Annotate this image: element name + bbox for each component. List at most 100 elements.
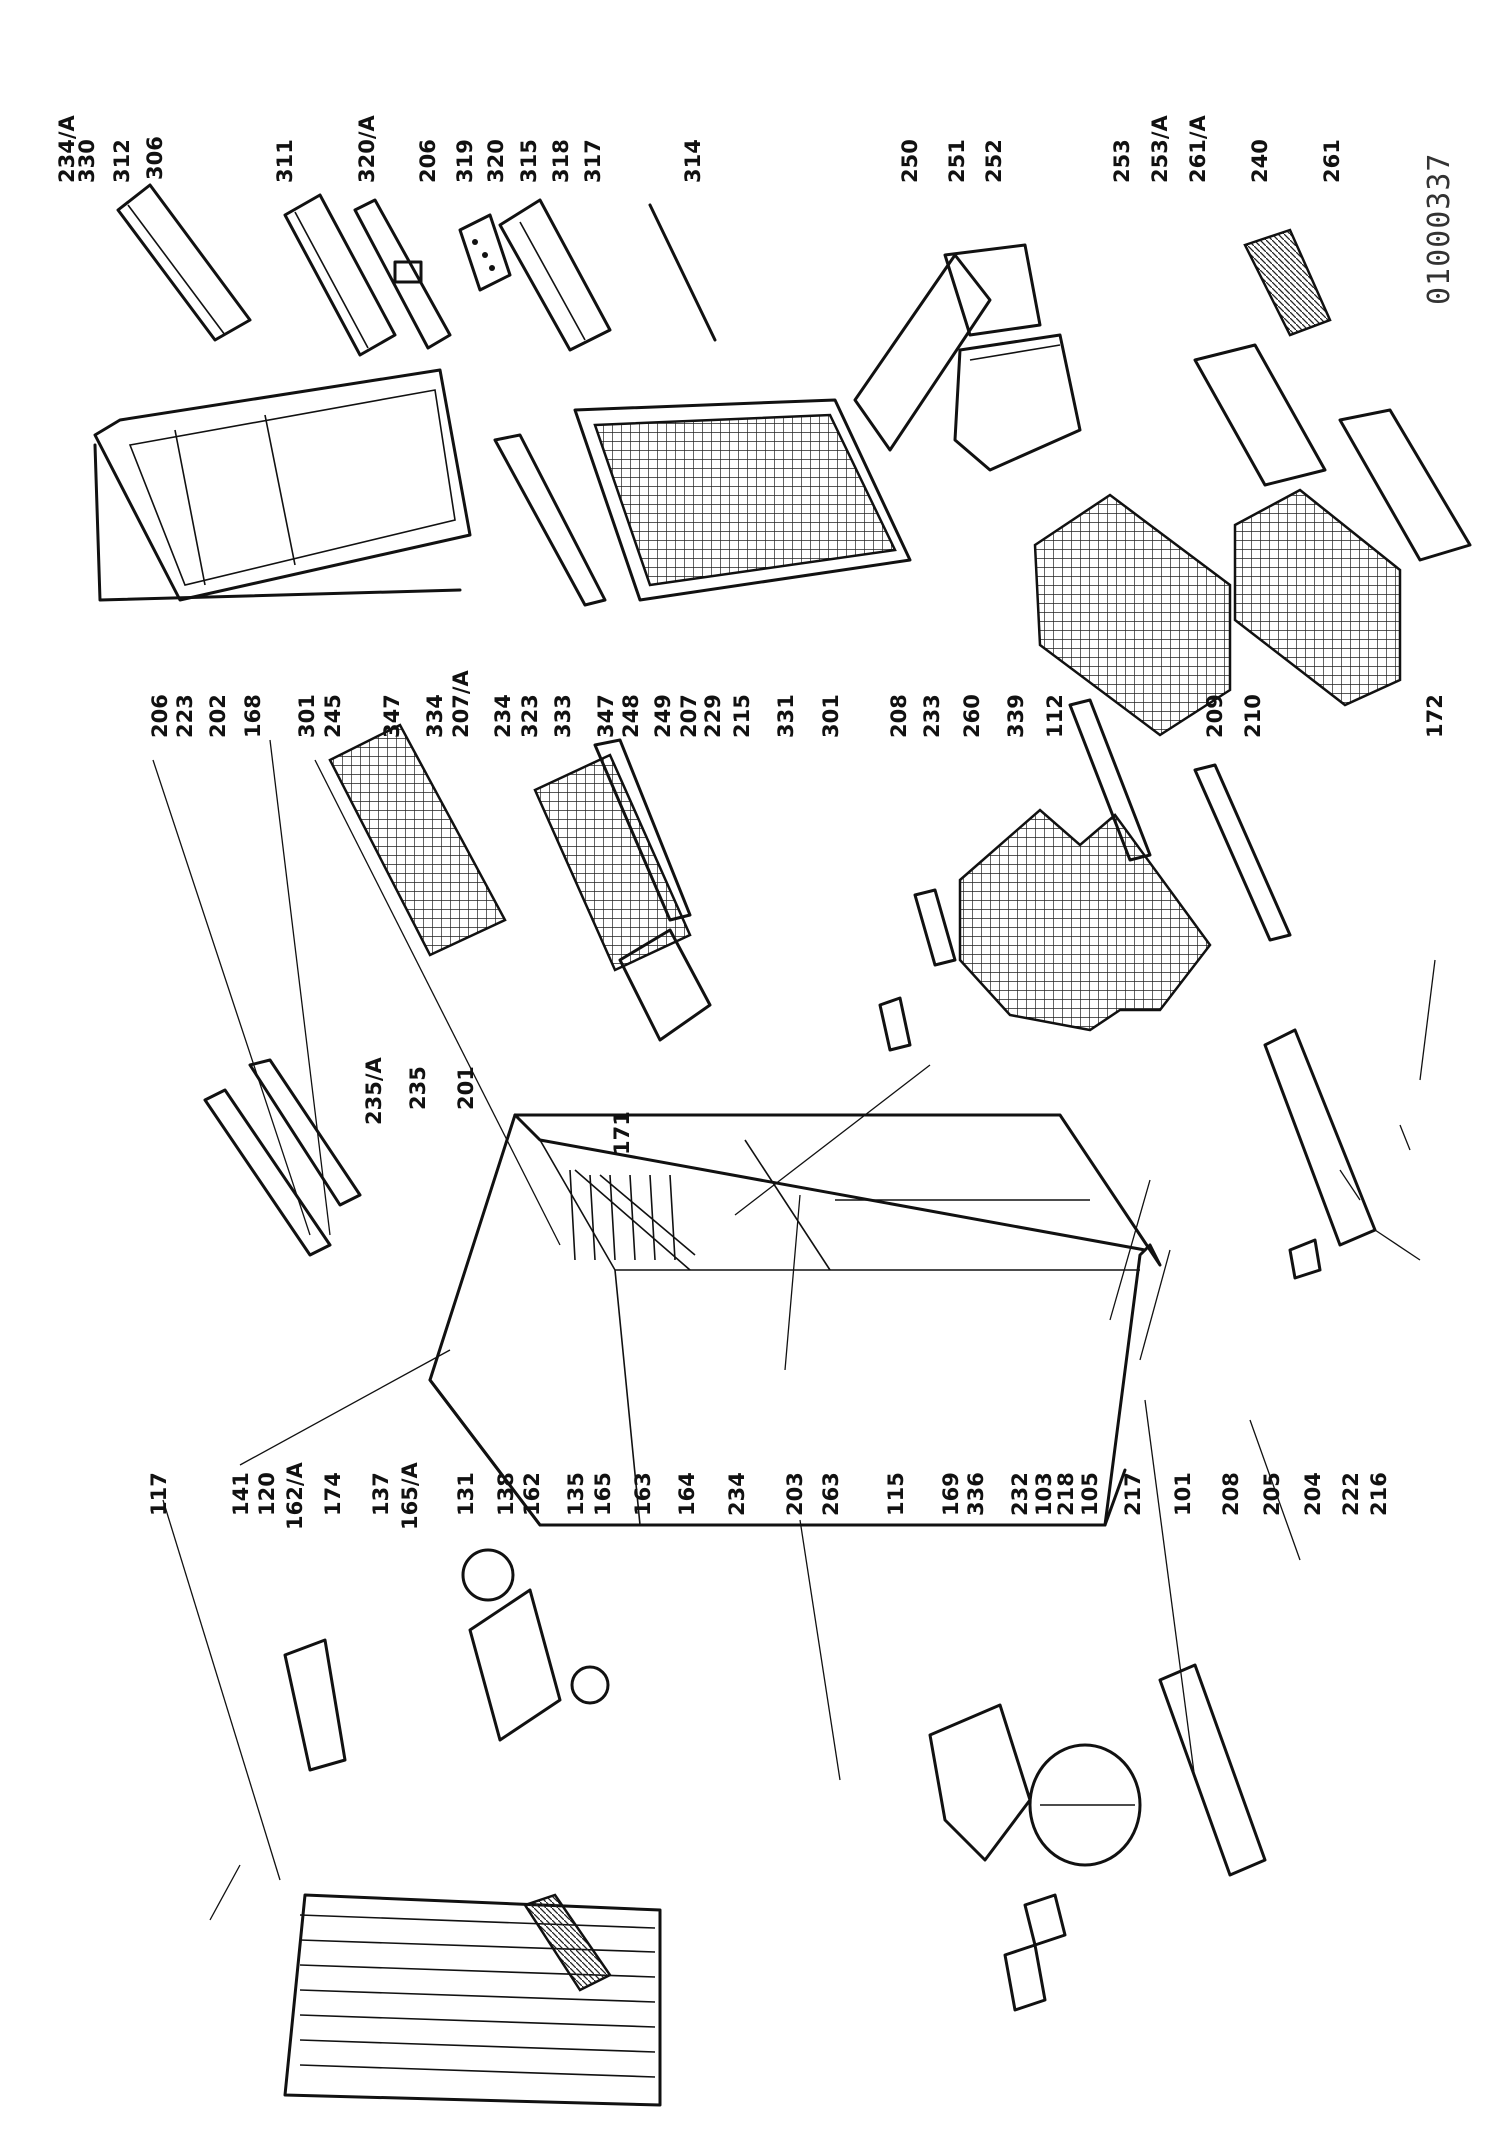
callout-201: 201 — [454, 1066, 478, 1110]
leader-lines — [152, 739, 1436, 1921]
callout-105: 105 — [1078, 1472, 1102, 1516]
callout-248: 248 — [619, 694, 643, 738]
upper-door-301 — [93, 368, 472, 602]
callout-334: 334 — [423, 694, 447, 738]
callout-323: 323 — [518, 694, 542, 738]
thermostat-163 — [570, 1665, 610, 1705]
butter-compartment-315 — [498, 198, 612, 352]
crisper-112 — [958, 808, 1212, 1032]
callout-206-mid: 206 — [148, 694, 172, 738]
egg-tray-319 — [458, 213, 512, 292]
callout-174: 174 — [321, 1472, 345, 1516]
callout-235: 235 — [406, 1066, 430, 1110]
cabinet-side-panel — [428, 1378, 1127, 1527]
callout-245: 245 — [321, 694, 345, 738]
callout-208-mid: 208 — [887, 694, 911, 738]
callout-347-a: 347 — [380, 694, 404, 738]
callout-135: 135 — [564, 1472, 588, 1516]
callout-131: 131 — [454, 1472, 478, 1516]
callout-315: 315 — [517, 139, 541, 183]
lower-door-331 — [573, 398, 912, 602]
callout-306: 306 — [143, 136, 167, 180]
fan-bracket-169 — [928, 1703, 1032, 1862]
callout-347-b: 347 — [594, 694, 618, 738]
callout-222: 222 — [1339, 1472, 1363, 1516]
callout-117: 117 — [147, 1472, 171, 1516]
relay-131 — [461, 1548, 515, 1602]
callout-336: 336 — [964, 1472, 988, 1516]
callout-162: 162 — [520, 1472, 544, 1516]
rod-314 — [648, 203, 717, 342]
callout-320a: 320/A — [355, 115, 379, 183]
callout-208-bottom: 208 — [1219, 1472, 1243, 1516]
callout-301-b: 301 — [819, 694, 843, 738]
callout-260: 260 — [960, 694, 984, 738]
foot-204 — [1288, 1238, 1322, 1280]
callout-137: 137 — [369, 1472, 393, 1516]
side-parts — [1003, 1893, 1067, 2012]
callout-253: 253 — [1110, 139, 1134, 183]
wire-basket-253a — [1233, 488, 1402, 707]
callout-164: 164 — [675, 1472, 699, 1516]
callout-330: 330 — [75, 139, 99, 183]
side-rail-202 — [203, 1088, 332, 1257]
callout-331: 331 — [774, 694, 798, 738]
callout-172: 172 — [1423, 694, 1447, 738]
flap-261a — [1193, 343, 1327, 487]
callout-168: 168 — [241, 694, 265, 738]
callout-115: 115 — [884, 1472, 908, 1516]
cabinet-body — [428, 1113, 1162, 1527]
callout-207: 207 — [677, 694, 701, 738]
document-id: 01000337 — [1422, 152, 1457, 306]
callout-162a: 162/A — [283, 1462, 307, 1530]
wire-basket-253 — [1033, 493, 1232, 737]
callout-261a: 261/A — [1186, 115, 1210, 183]
callout-250: 250 — [898, 139, 922, 183]
door-shelf-311 — [283, 193, 397, 357]
bottle-rack-229 — [618, 928, 712, 1042]
door-hinge-bar-333 — [493, 433, 607, 607]
callout-209: 209 — [1203, 694, 1227, 738]
callout-103: 103 — [1032, 1472, 1056, 1516]
callout-312: 312 — [110, 139, 134, 183]
guide-260 — [913, 888, 957, 967]
side-rail-168 — [248, 1058, 362, 1207]
callout-301-a: 301 — [295, 694, 319, 738]
door-bin-306 — [116, 183, 252, 342]
compressor-101 — [1028, 1743, 1142, 1867]
callout-314: 314 — [681, 139, 705, 183]
callout-263: 263 — [819, 1472, 843, 1516]
callout-339: 339 — [1004, 694, 1028, 738]
callout-210: 210 — [1241, 694, 1265, 738]
callout-138: 138 — [494, 1472, 518, 1516]
callout-165: 165 — [591, 1472, 615, 1516]
condenser-117 — [283, 1893, 662, 2107]
callout-223: 223 — [173, 694, 197, 738]
base-rail-216 — [1158, 1663, 1267, 1877]
callout-206-top: 206 — [416, 139, 440, 183]
callout-317: 317 — [581, 139, 605, 183]
cover-162a — [283, 1638, 347, 1772]
callout-319: 319 — [453, 139, 477, 183]
drawer-250 — [853, 253, 992, 452]
callout-233: 233 — [920, 694, 944, 738]
callout-318: 318 — [549, 139, 573, 183]
callout-171: 171 — [610, 1111, 634, 1155]
shelf-trim-209 — [1068, 698, 1152, 862]
callout-141: 141 — [229, 1472, 253, 1516]
callout-252: 252 — [982, 139, 1006, 183]
glass-shelf-245 — [328, 723, 507, 957]
callout-261: 261 — [1320, 139, 1344, 183]
callout-207a: 207/A — [449, 670, 473, 738]
callout-320: 320 — [484, 139, 508, 183]
callout-234-bottom: 234 — [725, 1472, 749, 1516]
compressor-plate-162 — [468, 1588, 562, 1742]
drawer-251 — [943, 243, 1042, 337]
bracket-339 — [878, 996, 912, 1052]
callout-218: 218 — [1054, 1472, 1078, 1516]
callout-311: 311 — [273, 139, 297, 183]
callout-232: 232 — [1008, 1472, 1032, 1516]
callout-101: 101 — [1171, 1472, 1195, 1516]
callout-163: 163 — [631, 1472, 655, 1516]
